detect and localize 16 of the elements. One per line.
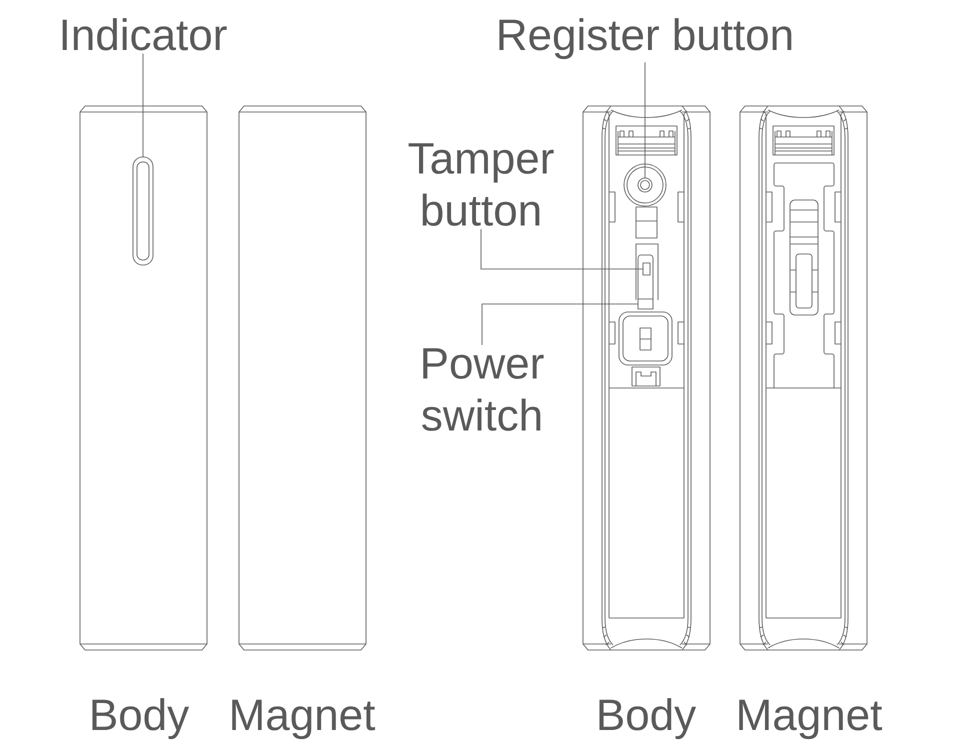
leader-line: [482, 304, 638, 346]
leader-line: [480, 228, 644, 270]
round-button: [638, 178, 652, 192]
indicator-slot: [132, 156, 154, 266]
part-label: Register button: [499, 18, 792, 60]
tamper-switch: [642, 262, 650, 276]
view-caption: Body: [92, 698, 190, 740]
part-label: Tamper button: [408, 143, 554, 226]
view-caption: Magnet: [232, 700, 376, 740]
part-label: Indicator: [62, 18, 227, 50]
view-caption: Magnet: [739, 700, 882, 740]
leader-line: [644, 62, 646, 178]
slide-switch: [638, 298, 654, 310]
part-label: Power switch: [422, 348, 544, 431]
leader-line: [142, 53, 144, 158]
view-caption: Body: [599, 698, 696, 740]
